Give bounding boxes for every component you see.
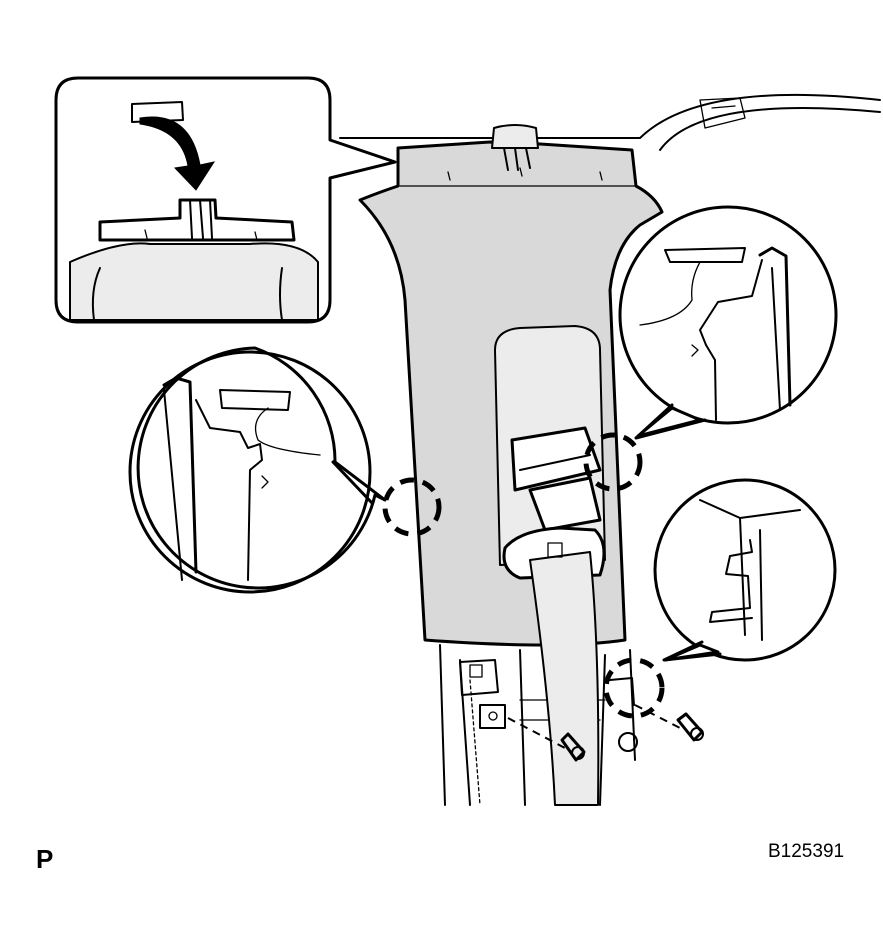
left-clip-detail-callout — [128, 346, 387, 594]
seat-belt-webbing — [529, 551, 600, 806]
figure-id-label: B125391 — [768, 841, 845, 862]
top-clip — [491, 124, 539, 171]
lower-pillar-structure — [439, 644, 638, 806]
screw-right — [634, 704, 704, 742]
top-clip-detail-callout — [54, 76, 397, 324]
push-arrow-icon — [139, 116, 216, 191]
lower-clip-detail-callout — [653, 478, 837, 662]
clip-highlight-left — [382, 477, 442, 537]
screw-left — [507, 717, 586, 762]
clip-highlight-lower — [603, 657, 665, 719]
view-code-label: P — [36, 844, 54, 874]
clip-highlight-right — [583, 432, 643, 492]
roof-frame-lines — [339, 93, 881, 151]
right-clip-detail-callout — [618, 205, 838, 440]
